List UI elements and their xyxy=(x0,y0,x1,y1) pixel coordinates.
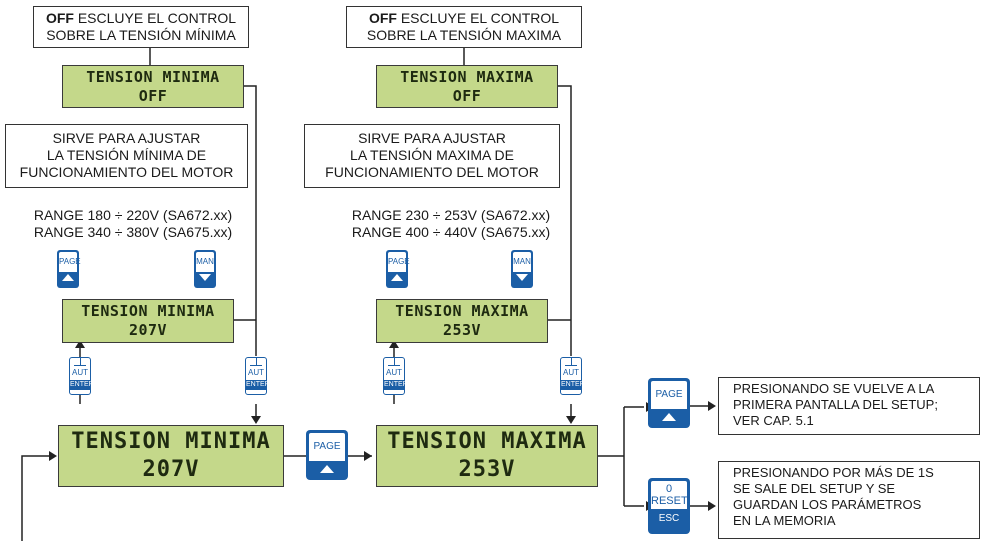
arrow-up-icon xyxy=(662,413,676,421)
note-off-line2: SOBRE LA TENSIÓN MAXIMA xyxy=(366,27,562,43)
note-line2: LA TENSIÓN MÍNIMA DE xyxy=(46,147,207,163)
aut-enter-button-right-b[interactable]: AUT ENTER xyxy=(560,357,585,395)
note-line1: SIRVE PARA AJUSTAR xyxy=(52,130,201,146)
page-label: PAGE xyxy=(388,252,410,272)
note-sirve-maxima: SIRVE PARA AJUSTAR LA TENSIÓN MAXIMA DE … xyxy=(304,124,560,188)
man-button-left[interactable]: MAN xyxy=(194,250,216,288)
note-line3: FUNCIONAMIENTO DEL MOTOR xyxy=(325,164,539,180)
aut-enter-button-left-a[interactable]: AUT ENTER xyxy=(69,357,94,395)
arrow-up-icon xyxy=(62,274,74,281)
lcd-maxima-253-large: TENSION MAXIMA 253V xyxy=(376,425,598,487)
reset-zero-label: 0 xyxy=(665,483,673,495)
lcd-maxima-253: TENSION MAXIMA 253V xyxy=(376,299,548,343)
note-off-bold: OFF xyxy=(368,10,397,26)
note-line3: FUNCIONAMIENTO DEL MOTOR xyxy=(19,164,234,180)
enter-label: ENTER xyxy=(70,380,94,390)
reset-label: RESET xyxy=(651,495,688,507)
aut-label: AUT xyxy=(72,368,88,377)
lcd-maxima-off: TENSION MAXIMA OFF xyxy=(376,65,558,108)
info-line1: PRESIONANDO POR MÁS DE 1S xyxy=(733,465,934,480)
note-line2: LA TENSIÓN MAXIMA DE xyxy=(350,147,514,163)
aut-label: AUT xyxy=(563,368,579,377)
aut-label: AUT xyxy=(248,368,264,377)
arrow-up-icon xyxy=(320,465,334,473)
man-label: MAN xyxy=(196,252,214,272)
page-label: PAGE xyxy=(651,381,687,409)
range-maxima: RANGE 230 ÷ 253V (SA672.xx) RANGE 400 ÷ … xyxy=(318,207,584,241)
note-off-text: ESCLUYE EL CONTROL xyxy=(73,10,237,26)
man-label: MAN xyxy=(513,252,531,272)
page-button-branch[interactable]: PAGE xyxy=(648,378,690,428)
aut-bar-icon xyxy=(250,358,262,366)
note-sirve-minima: SIRVE PARA AJUSTAR LA TENSIÓN MÍNIMA DE … xyxy=(5,124,248,188)
lcd-line1: TENSION MINIMA xyxy=(71,429,271,454)
reset-top-label: 0 RESET xyxy=(651,481,688,509)
enter-label: ENTER xyxy=(561,380,585,390)
lcd-line1: TENSION MINIMA xyxy=(81,302,215,320)
aut-label: AUT xyxy=(386,368,402,377)
lcd-minima-207-large: TENSION MINIMA 207V xyxy=(58,425,284,487)
lcd-line2: 207V xyxy=(142,457,200,482)
lcd-line1: TENSION MAXIMA xyxy=(400,67,534,86)
arrow-up-icon xyxy=(391,274,403,281)
info-page-return: PRESIONANDO SE VUELVE A LA PRIMERA PANTA… xyxy=(718,377,980,435)
info-reset-exit: PRESIONANDO POR MÁS DE 1S SE SALE DEL SE… xyxy=(718,461,980,539)
info-line3: GUARDAN LOS PARÁMETROS xyxy=(733,497,922,512)
range-line2: RANGE 400 ÷ 440V (SA675.xx) xyxy=(351,224,551,240)
lcd-line2: OFF xyxy=(138,86,168,105)
note-line1: SIRVE PARA AJUSTAR xyxy=(358,130,506,146)
man-button-right[interactable]: MAN xyxy=(511,250,533,288)
lcd-line1: TENSION MAXIMA xyxy=(387,429,587,454)
lcd-minima-off: TENSION MINIMA OFF xyxy=(62,65,244,108)
range-line2: RANGE 340 ÷ 380V (SA675.xx) xyxy=(33,224,233,240)
range-line1: RANGE 180 ÷ 220V (SA672.xx) xyxy=(33,207,233,223)
lcd-minima-207: TENSION MINIMA 207V xyxy=(62,299,234,343)
aut-enter-button-right-a[interactable]: AUT ENTER xyxy=(383,357,408,395)
lcd-line2: 253V xyxy=(442,321,482,339)
info-line3: VER CAP. 5.1 xyxy=(733,413,814,428)
reset-esc-button[interactable]: 0 RESET ESC xyxy=(648,478,690,534)
page-button-center[interactable]: PAGE xyxy=(306,430,348,480)
arrow-down-icon xyxy=(516,274,528,281)
info-line2: SE SALE DEL SETUP Y SE xyxy=(733,481,896,496)
lcd-line2: OFF xyxy=(452,86,482,105)
note-off-text: ESCLUYE EL CONTROL xyxy=(396,10,560,26)
lcd-line2: 253V xyxy=(458,457,516,482)
lcd-line1: TENSION MAXIMA xyxy=(395,302,529,320)
page-label: PAGE xyxy=(309,433,345,461)
page-button-right[interactable]: PAGE xyxy=(386,250,410,288)
note-off-bold: OFF xyxy=(45,10,74,26)
arrow-down-icon xyxy=(199,274,211,281)
info-line4: EN LA MEMORIA xyxy=(733,513,836,528)
aut-bar-icon xyxy=(565,358,577,366)
note-off-minima: OFF ESCLUYE EL CONTROL SOBRE LA TENSIÓN … xyxy=(33,6,249,48)
enter-label: ENTER xyxy=(246,380,270,390)
page-label: PAGE xyxy=(59,252,81,272)
range-line1: RANGE 230 ÷ 253V (SA672.xx) xyxy=(351,207,551,223)
enter-label: ENTER xyxy=(384,380,408,390)
info-line2: PRIMERA PANTALLA DEL SETUP; xyxy=(733,397,938,412)
aut-bar-icon xyxy=(74,358,86,366)
aut-enter-button-left-b[interactable]: AUT ENTER xyxy=(245,357,270,395)
lcd-line2: 207V xyxy=(128,321,168,339)
aut-bar-icon xyxy=(388,358,400,366)
esc-label: ESC xyxy=(658,513,680,524)
page-button-left[interactable]: PAGE xyxy=(57,250,81,288)
range-minima: RANGE 180 ÷ 220V (SA672.xx) RANGE 340 ÷ … xyxy=(0,207,266,241)
info-line1: PRESIONANDO SE VUELVE A LA xyxy=(733,381,935,396)
lcd-line1: TENSION MINIMA xyxy=(86,67,220,86)
note-off-line2: SOBRE LA TENSIÓN MÍNIMA xyxy=(46,27,236,43)
note-off-maxima: OFF ESCLUYE EL CONTROL SOBRE LA TENSIÓN … xyxy=(346,6,582,48)
